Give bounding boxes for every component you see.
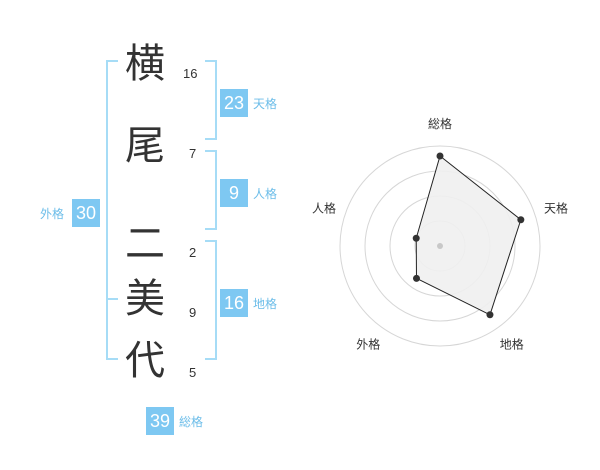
radar-axis-label-3: 地格 (500, 337, 524, 352)
gaikaku-bracket (106, 60, 118, 360)
radar-axis-label-4: 外格 (356, 337, 380, 352)
radar-axis-label-2: 天格 (544, 200, 568, 215)
stroke-count-given-2: 9 (189, 305, 197, 320)
radar-point-2 (517, 216, 525, 224)
jinkaku-score-badge: 9 (220, 179, 248, 207)
soukaku-score-badge: 39 (146, 407, 174, 435)
stroke-count-given-3: 5 (189, 365, 197, 380)
name-char-surname-1: 横 (125, 41, 165, 87)
radar-data-polygon (415, 155, 522, 316)
radar-point-5 (412, 234, 420, 242)
gaikaku-label: 外格 (40, 207, 65, 221)
chikaku-label: 地格 (253, 297, 278, 311)
tenkaku-score-badge: 23 (220, 89, 248, 117)
jinkaku-label: 人格 (253, 187, 278, 201)
stroke-count-surname-2: 7 (189, 146, 197, 161)
tenkaku-bracket (205, 60, 217, 140)
stroke-count-surname-1: 16 (183, 66, 198, 81)
chikaku-score-badge: 16 (220, 289, 248, 317)
radar-axis-label-1: 総格 (428, 116, 452, 131)
radar-grid-ring (339, 145, 541, 347)
radar-point-3 (486, 311, 494, 319)
name-char-given-3: 代 (125, 338, 165, 384)
radar-center-dot (437, 243, 443, 249)
name-char-given-2: 美 (125, 276, 165, 322)
name-char-given-1: 二 (125, 221, 165, 267)
radar-point-1 (436, 152, 444, 160)
radar-axis-label-5: 人格 (312, 200, 336, 215)
gaikaku-score-badge: 30 (72, 199, 100, 227)
jinkaku-bracket (205, 150, 217, 230)
stroke-count-given-1: 2 (189, 245, 197, 260)
tenkaku-label: 天格 (253, 97, 278, 111)
chikaku-bracket (205, 240, 217, 360)
gaikaku-bracket-divider (106, 298, 118, 300)
name-char-surname-2: 尾 (125, 123, 165, 169)
radar-point-4 (412, 274, 420, 282)
soukaku-label: 総格 (179, 415, 204, 429)
